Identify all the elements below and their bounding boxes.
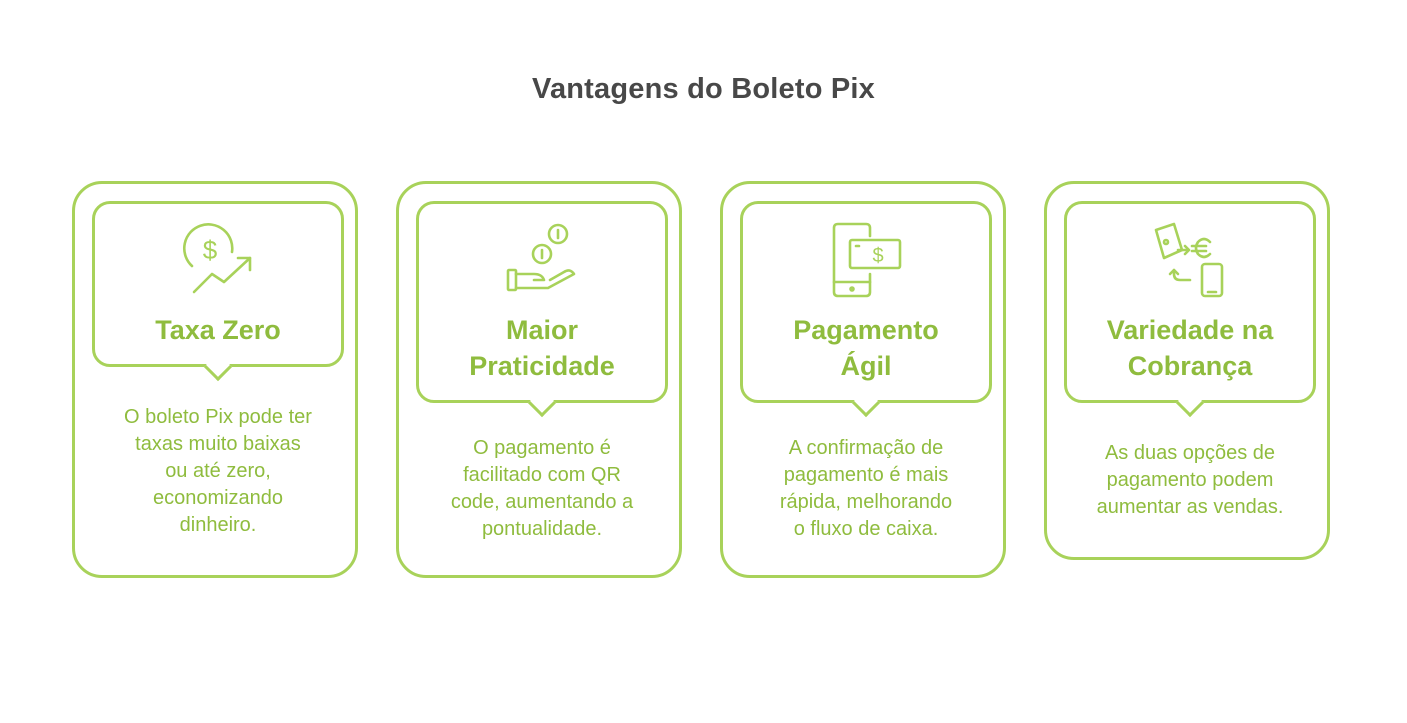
card-heading: Variedade na Cobrança (1067, 312, 1313, 384)
desc-line: pontualidade. (481, 518, 603, 540)
card-heading-line: Pagamento (793, 315, 939, 345)
svg-text:$: $ (203, 235, 218, 265)
page-title: Vantagens do Boleto Pix (532, 73, 875, 105)
desc-line: O boleto Pix pode ter (124, 406, 312, 428)
card-heading-line: Taxa Zero (155, 315, 281, 345)
card-heading: Taxa Zero (95, 312, 341, 348)
desc-line: rápida, melhorando (779, 491, 953, 513)
desc-line: ou até zero, (165, 460, 271, 482)
card-pointer (203, 352, 233, 382)
card-heading-line: Cobrança (1127, 351, 1253, 381)
desc-line: aumentar as vendas. (1096, 496, 1284, 518)
card-header-box: $ Taxa Zero (92, 201, 344, 382)
card-pagamento-agil: $ Pagamento Ágil A confirmação de pagame… (720, 181, 1006, 578)
coins-hand-icon (504, 222, 580, 298)
card-description: A confirmação de pagamento é mais rápida… (747, 435, 985, 543)
desc-line: As duas opções de (1104, 442, 1276, 464)
desc-line: pagamento é mais (783, 464, 949, 486)
desc-line: O pagamento é (473, 437, 611, 459)
card-description: O pagamento é facilitado com QR code, au… (423, 435, 661, 543)
card-heading-line: Praticidade (469, 351, 615, 381)
desc-line: taxas muito baixas (135, 433, 301, 455)
card-heading-line: Variedade na (1106, 315, 1274, 345)
card-heading-line: Maior (505, 315, 578, 345)
card-header-box: Variedade na Cobrança (1064, 201, 1316, 418)
desc-line: pagamento podem (1106, 469, 1274, 491)
card-heading-line: Ágil (840, 351, 892, 381)
card-description: As duas opções de pagamento podem aument… (1071, 440, 1309, 521)
card-description: O boleto Pix pode ter taxas muito baixas… (99, 404, 337, 539)
exchange-icon (1152, 222, 1228, 298)
card-variedade-cobranca: Variedade na Cobrança As duas opções de … (1044, 181, 1330, 560)
card-heading: Pagamento Ágil (743, 312, 989, 384)
card-taxa-zero: $ Taxa Zero O boleto Pix pode ter taxas … (72, 181, 358, 578)
desc-line: A confirmação de (788, 437, 944, 459)
card-heading: Maior Praticidade (419, 312, 665, 384)
phone-payment-icon: $ (828, 222, 904, 298)
svg-text:$: $ (872, 245, 883, 267)
desc-line: code, aumentando a (450, 491, 634, 513)
card-pointer (1175, 388, 1205, 418)
card-header-box: $ Pagamento Ágil (740, 201, 992, 418)
card-pointer (527, 388, 557, 418)
desc-line: o fluxo de caixa. (793, 518, 939, 540)
card-header-box: Maior Praticidade (416, 201, 668, 418)
card-maior-praticidade: Maior Praticidade O pagamento é facilita… (396, 181, 682, 578)
card-pointer (851, 388, 881, 418)
dollar-trend-icon: $ (180, 222, 256, 298)
desc-line: economizando (152, 487, 284, 509)
desc-line: dinheiro. (179, 514, 257, 536)
desc-line: facilitado com QR (463, 464, 621, 486)
